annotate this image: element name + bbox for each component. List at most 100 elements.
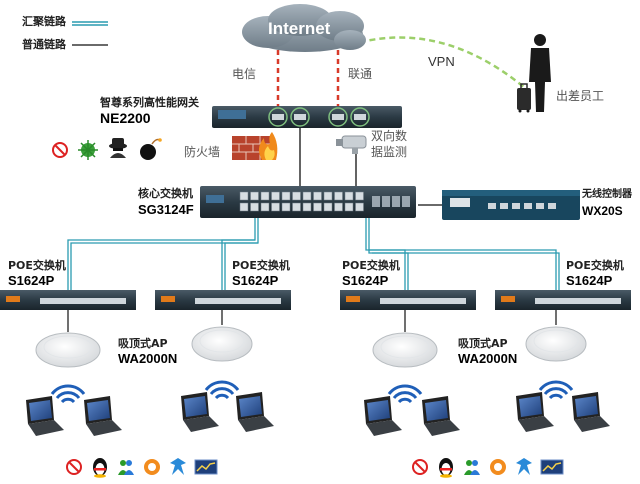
ap-right-model: WA2000N	[458, 351, 518, 366]
threat-icons	[52, 138, 162, 160]
firewall-label: 防火墙	[184, 145, 221, 159]
app-icons-right	[412, 458, 564, 478]
switch-port	[355, 191, 364, 201]
laptops	[26, 392, 610, 436]
remote-worker-figure	[517, 34, 551, 113]
switch-port	[281, 202, 291, 212]
game-icon	[144, 459, 160, 475]
laptop-icon	[572, 392, 610, 432]
legend	[72, 21, 108, 46]
switch-port	[355, 202, 364, 212]
gateway-model: NE2200	[100, 110, 151, 126]
ap-left-title: 吸顶式AP	[118, 337, 168, 350]
internet-cloud	[242, 4, 366, 52]
switch-port	[260, 191, 270, 201]
internet-label: Internet	[268, 19, 331, 38]
laptop-icon	[84, 396, 122, 436]
switch-port	[292, 191, 301, 201]
core-switch-device	[200, 186, 416, 218]
switch-port	[250, 202, 259, 212]
bomb-icon	[140, 138, 162, 160]
hacker-icon	[109, 138, 127, 158]
wifi-icon	[387, 384, 423, 404]
wireless-controller-model: WX20S	[582, 204, 623, 218]
virus-icon	[78, 140, 98, 160]
access-point-4	[525, 326, 587, 362]
sfp-port	[382, 196, 390, 207]
switch-port	[271, 191, 280, 201]
sfp-port	[392, 196, 400, 207]
remote-worker-label: 出差员工	[556, 89, 605, 103]
sfp-port	[372, 196, 380, 207]
wireless-controller-device	[442, 190, 580, 220]
poe-switch-3	[340, 290, 476, 310]
laptop-icon	[236, 392, 274, 432]
switch-port	[313, 202, 322, 212]
gateway-device	[212, 106, 402, 128]
switch-port	[334, 202, 343, 212]
thunder-download-icon	[170, 458, 186, 475]
prohibited-icon	[412, 459, 428, 475]
stock-chart-icon	[194, 459, 218, 475]
access-point-2	[191, 326, 253, 362]
core-switch-model: SG3124F	[138, 202, 194, 217]
switch-port	[292, 202, 301, 212]
aggregation-links	[67, 218, 560, 298]
monitor-label-line1: 双向数	[371, 129, 408, 143]
qq-penguin-icon	[439, 458, 453, 478]
switch-port	[281, 191, 291, 201]
prohibited-icon	[66, 459, 82, 475]
switch-port	[271, 202, 280, 212]
switch-port	[323, 191, 333, 201]
switch-port	[313, 191, 322, 201]
poe-switch-2	[155, 290, 291, 310]
poe-switch-2-title: POE交换机	[232, 259, 290, 272]
poe-switch-1	[0, 290, 136, 310]
laptop-icon	[422, 396, 460, 436]
switch-port	[323, 202, 333, 212]
telecom-label: 电信	[232, 67, 257, 81]
switch-port	[239, 191, 249, 201]
qq-penguin-icon	[93, 458, 107, 478]
switch-port	[344, 191, 354, 201]
switch-port	[334, 191, 343, 201]
gateway-title: 智尊系列高性能网关	[100, 96, 199, 109]
wireless-controller-title: 无线控制器	[582, 189, 632, 200]
poe-switch-4	[495, 290, 631, 310]
poe-switch-3-model: S1624P	[342, 273, 389, 288]
switch-port	[302, 191, 312, 201]
game-icon	[490, 459, 506, 475]
poe-switch-4-model: S1624P	[566, 273, 613, 288]
vpn-label: VPN	[428, 54, 455, 69]
poe-switch-1-title: POE交换机	[8, 259, 66, 272]
legend-aggregation-label: 汇聚链路	[22, 15, 66, 28]
legend-normal-label: 普通链路	[22, 38, 66, 51]
switch-port	[344, 202, 354, 212]
vpn-link	[349, 36, 526, 89]
thunder-download-icon	[516, 458, 532, 475]
camera-icon	[336, 135, 367, 154]
poe-switch-1-model: S1624P	[8, 273, 55, 288]
firewall-icon	[232, 132, 278, 160]
app-icons-left	[66, 458, 218, 478]
laptop-icon	[26, 396, 64, 436]
wifi-icon	[538, 380, 574, 400]
unicom-label: 联通	[348, 67, 373, 81]
links	[67, 36, 560, 332]
laptop-icon	[181, 392, 219, 432]
stock-chart-icon	[540, 459, 564, 475]
switch-port	[250, 191, 259, 201]
messenger-icon	[118, 460, 134, 475]
poe-switch-2-model: S1624P	[232, 273, 279, 288]
switch-port	[239, 202, 249, 212]
laptop-icon	[364, 396, 402, 436]
ap-right-title: 吸顶式AP	[458, 337, 508, 350]
sfp-port	[402, 196, 410, 207]
laptop-icon	[516, 392, 554, 432]
switch-port	[260, 202, 270, 212]
core-switch-title: 核心交换机	[138, 187, 193, 200]
wifi-signals	[50, 380, 574, 404]
access-point-3	[372, 332, 438, 368]
poe-switch-4-title: POE交换机	[566, 259, 624, 272]
